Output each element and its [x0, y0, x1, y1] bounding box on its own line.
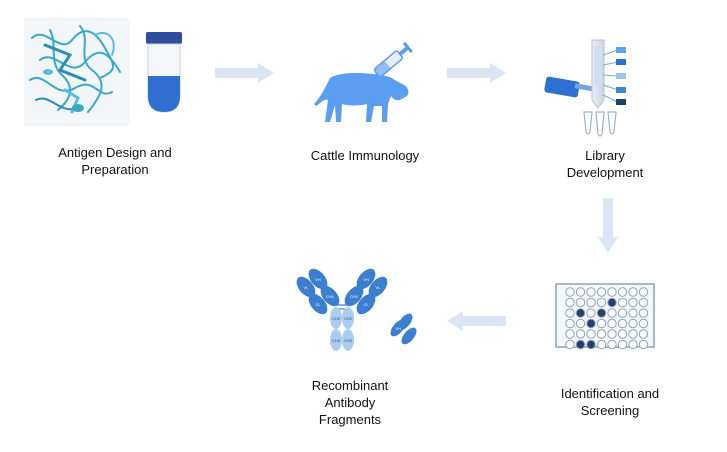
plate-well: [638, 339, 649, 350]
plate-well: [638, 318, 649, 329]
plate-well: [565, 297, 575, 308]
plate-well: [617, 297, 628, 308]
pipette-icon: [544, 76, 596, 98]
plate-well: [575, 287, 586, 297]
plate-well: [628, 318, 638, 329]
tube-rack-icon: [583, 39, 626, 137]
plate-well: [596, 287, 607, 297]
ch3-label-left: CH3: [332, 338, 341, 343]
ch1-label-right: CH1: [350, 294, 359, 299]
plate-well: [565, 339, 575, 350]
plate-well: [607, 339, 617, 350]
arrow-library-to-screening: [598, 198, 618, 253]
label-identification-screening: Identification and Screening: [535, 385, 685, 419]
plate-well: [575, 297, 586, 308]
plate-well: [638, 308, 649, 318]
plate-well: [596, 297, 607, 308]
label-cattle-immunology: Cattle Immunology: [290, 147, 440, 164]
syringe-icon: [367, 41, 413, 82]
plate-well: [628, 339, 638, 350]
antibody-icon: CH2 CH2 CH3 CH3 VL VH CL CH1 VL VH CL CH…: [296, 268, 388, 351]
label-line: Cattle Immunology: [310, 148, 420, 163]
plate-well: [617, 287, 628, 297]
plate-well: [565, 318, 575, 329]
arrow-antigen-to-cattle: [215, 63, 274, 83]
plate-well: [638, 329, 649, 339]
plate-well: [575, 318, 586, 329]
plate-well: [628, 308, 638, 318]
plate-well: [607, 287, 617, 297]
plate-well: [617, 339, 628, 350]
label-line: Library: [585, 148, 625, 163]
plate-well: [596, 308, 607, 318]
plate-well: [607, 318, 617, 329]
fragment-icon: VH: [390, 313, 417, 345]
plate-well: [575, 329, 586, 339]
ch2-label-left: CH2: [332, 316, 341, 321]
well-plate-icon: [555, 283, 655, 350]
plate-well: [596, 329, 607, 339]
vh-label-right: VH: [363, 277, 369, 282]
cow-icon: [314, 73, 409, 122]
plate-well: [607, 297, 617, 308]
plate-well: [596, 318, 607, 329]
label-library-development: Library Development: [540, 147, 670, 181]
ch1-label-left: CH1: [326, 294, 335, 299]
label-line: Fragments: [318, 412, 382, 427]
label-line: Preparation: [81, 162, 149, 177]
plate-well: [586, 287, 596, 297]
cl-label-left: CL: [315, 302, 321, 307]
plate-well: [638, 297, 649, 308]
plate-well: [575, 339, 586, 350]
plate-well: [586, 329, 596, 339]
label-line: Antigen Design and: [58, 145, 172, 160]
cl-label-right: CL: [363, 302, 369, 307]
plate-well: [628, 287, 638, 297]
label-antigen-design: Antigen Design and Preparation: [40, 144, 190, 178]
plate-well: [607, 308, 617, 318]
label-line: Development: [566, 165, 644, 180]
plate-well: [628, 297, 638, 308]
plate-well: [628, 329, 638, 339]
plate-well: [607, 329, 617, 339]
fragment-vh-label: VH: [395, 326, 401, 331]
plate-well: [586, 339, 596, 350]
plate-well: [596, 339, 607, 350]
label-recombinant-antibody-fragments: Recombinant Antibody Fragments: [290, 377, 410, 428]
ch3-label-right: CH3: [344, 338, 353, 343]
arrow-cattle-to-library: [447, 63, 506, 83]
arrow-screening-to-fragments: [447, 311, 506, 331]
plate-well: [586, 318, 596, 329]
plate-well: [565, 287, 575, 297]
vl-label-left: VL: [304, 285, 310, 290]
vial-icon: [146, 32, 182, 113]
plate-well: [586, 297, 596, 308]
plate-well: [565, 329, 575, 339]
ch2-label-right: CH2: [344, 316, 353, 321]
vl-label-right: VL: [376, 285, 382, 290]
plate-well: [575, 308, 586, 318]
plate-well: [565, 308, 575, 318]
plate-well: [617, 329, 628, 339]
plate-well: [617, 318, 628, 329]
plate-well: [617, 308, 628, 318]
label-line: Antibody: [324, 395, 376, 410]
vh-label-left: VH: [315, 277, 321, 282]
plate-well: [586, 308, 596, 318]
plate-well: [638, 287, 649, 297]
label-line: Recombinant: [311, 378, 389, 393]
label-line: Screening: [580, 403, 640, 418]
protein-structure-icon: [24, 18, 130, 126]
label-line: Identification and: [560, 386, 660, 401]
